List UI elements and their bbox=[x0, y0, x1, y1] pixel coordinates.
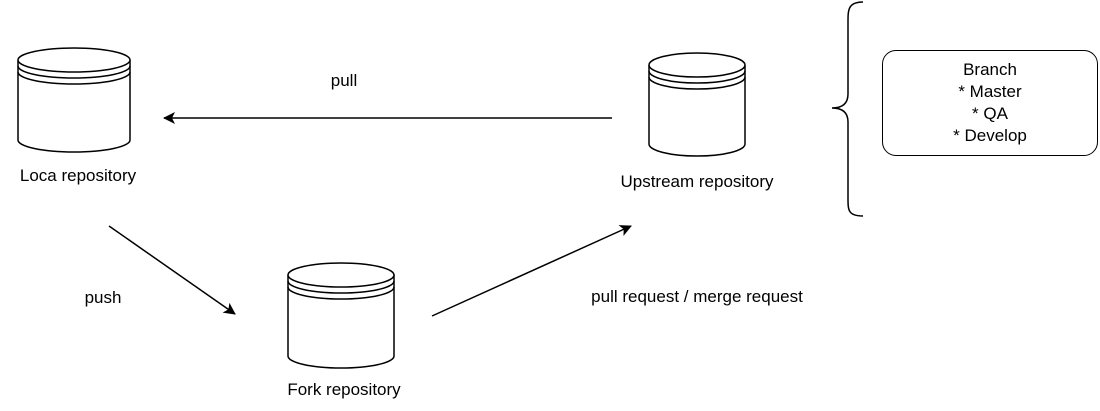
pull-request-edge[interactable]: pull request / merge request bbox=[431, 225, 803, 317]
push-arrow bbox=[108, 225, 236, 315]
push-edge-label: push bbox=[85, 288, 122, 307]
pull-request-arrow bbox=[431, 225, 632, 317]
local-repository-label: Loca repository bbox=[20, 166, 137, 185]
branch-list-box[interactable]: Branch * Master * QA * Develop bbox=[882, 50, 1098, 156]
pull-edge[interactable]: pull bbox=[163, 71, 612, 124]
push-edge[interactable]: push bbox=[85, 225, 236, 315]
branch-title: Branch bbox=[963, 60, 1017, 79]
upstream-repository-node[interactable]: Upstream repository bbox=[620, 52, 774, 191]
pull-request-edge-label: pull request / merge request bbox=[591, 287, 803, 306]
pull-edge-label: pull bbox=[331, 71, 357, 90]
curly-brace bbox=[831, 1, 864, 217]
local-repository-database-icon bbox=[17, 47, 131, 153]
branch-item-qa: * QA bbox=[972, 104, 1008, 123]
fork-repository-node[interactable]: Fork repository bbox=[287, 262, 401, 399]
branch-item-master: * Master bbox=[958, 82, 1022, 101]
upstream-repository-label: Upstream repository bbox=[620, 172, 774, 191]
fork-repository-database-icon bbox=[287, 262, 395, 369]
fork-repository-label: Fork repository bbox=[287, 380, 401, 399]
local-repository-node[interactable]: Loca repository bbox=[17, 47, 137, 185]
branch-item-develop: * Develop bbox=[953, 126, 1027, 145]
upstream-repository-database-icon bbox=[648, 52, 746, 157]
